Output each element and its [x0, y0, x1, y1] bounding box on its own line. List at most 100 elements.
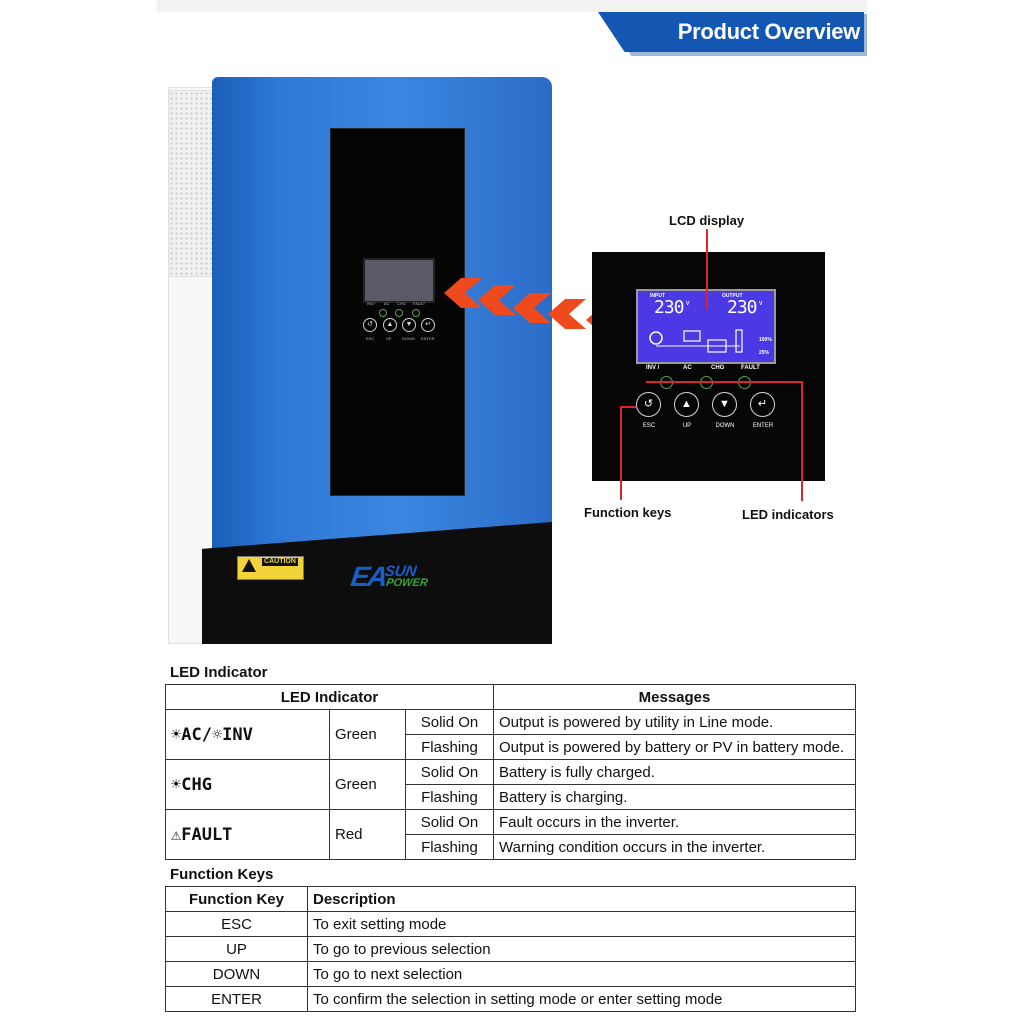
brand-logo-power: POWER: [385, 577, 429, 589]
led-state: Flashing: [405, 734, 494, 760]
front-key-label-down: DOWN: [402, 336, 415, 341]
header-function-key: Function Key: [165, 886, 308, 912]
up-key[interactable]: ▲: [674, 392, 699, 417]
table-row: Flashing Warning condition occurs in the…: [166, 834, 856, 860]
callout-line-keys-v: [620, 406, 622, 500]
callout-function-keys: Function keys: [584, 505, 672, 520]
lcd-flow-diagram: [649, 329, 743, 353]
led-message: Battery is fully charged.: [493, 759, 856, 785]
led-color: Green: [329, 759, 406, 810]
front-led-label-ac: AC: [384, 301, 390, 306]
function-keys-section-title: Function Keys: [170, 866, 274, 883]
front-enter-key[interactable]: ↵: [421, 318, 435, 332]
led-icon-ac-inv: ☀AC/☼INV: [165, 709, 330, 760]
callout-line-lcd: [706, 229, 708, 309]
led-color: Red: [329, 809, 406, 860]
function-keys-table: Function Key Description ESC To exit set…: [165, 886, 856, 1012]
function-key-name: DOWN: [165, 961, 308, 987]
brand-logo-ea: EA: [348, 561, 389, 592]
function-key-description: To exit setting mode: [307, 911, 856, 937]
front-down-key[interactable]: ▼: [402, 318, 416, 332]
chevron-left-icon: [548, 299, 586, 329]
header-description: Description: [307, 886, 856, 912]
indicator-fault-label: FAULT: [741, 365, 760, 371]
lcd-input-label: INPUT: [650, 293, 665, 299]
table-row: ESC To exit setting mode: [165, 911, 856, 937]
led-icon-chg: ☀CHG: [165, 759, 330, 810]
page-title: Product Overview: [677, 19, 861, 44]
table-row: ☀AC/☼INV Green Solid On Output is powere…: [165, 709, 856, 760]
led-message: Output is powered by utility in Line mod…: [493, 709, 856, 735]
front-key-label-enter: ENTER: [421, 336, 435, 341]
function-key-description: To go to previous selection: [307, 936, 856, 962]
front-led-label-fault: FAULT: [413, 301, 426, 306]
function-key-description: To go to next selection: [307, 961, 856, 987]
led-state: Flashing: [405, 784, 494, 810]
sun-icon: [649, 331, 663, 345]
banner: [598, 12, 864, 52]
caution-label: CAUTION: [262, 558, 298, 566]
table-row: UP To go to previous selection: [165, 936, 856, 962]
front-led: [379, 309, 387, 317]
front-led-label-inv: INV/: [367, 301, 375, 306]
control-panel-closeup: [592, 252, 825, 481]
battery-icon: [735, 329, 743, 353]
down-key[interactable]: ▼: [712, 392, 737, 417]
callout-line-leds-h: [646, 381, 802, 383]
brand-logo: EA SUN POWER: [348, 561, 429, 593]
led-message: Fault occurs in the inverter.: [493, 809, 856, 835]
lcd-battery-percent-bottom: 25%: [759, 350, 770, 356]
function-key-name: UP: [165, 936, 308, 962]
front-led: [395, 309, 403, 317]
top-strip: [157, 0, 867, 12]
header-led-indicator: LED Indicator: [165, 684, 494, 710]
led-state: Solid On: [405, 709, 494, 735]
indicator-inv-label: INV /: [646, 365, 660, 371]
callout-lcd-display: LCD display: [669, 213, 745, 228]
lcd-output-label: OUTPUT: [722, 293, 743, 299]
function-key-description: To confirm the selection in setting mode…: [307, 986, 856, 1012]
front-key-label-esc: ESC: [366, 336, 375, 341]
table-row: ☀CHG Green Solid On Battery is fully cha…: [165, 759, 856, 810]
function-key-name: ENTER: [165, 986, 308, 1012]
led-message: Battery is charging.: [493, 784, 856, 810]
key-label-esc: ESC: [642, 423, 656, 429]
lcd-input-value: 230: [654, 297, 684, 318]
callout-led-indicators: LED indicators: [742, 507, 834, 522]
led-state: Solid On: [405, 809, 494, 835]
led-section-title: LED Indicator: [170, 664, 268, 681]
front-key-label-up: UP: [386, 336, 392, 341]
table-header-row: LED Indicator Messages: [165, 684, 856, 710]
lcd-battery-percent-top: 100%: [759, 337, 772, 343]
front-led-label-chg: CHG: [397, 301, 406, 306]
lcd-output-value: 230: [727, 297, 757, 318]
led-icon-fault: ⚠FAULT: [165, 809, 330, 860]
utility-icon: [683, 330, 701, 342]
table-row: DOWN To go to next selection: [165, 961, 856, 987]
lcd-output-unit: V: [759, 301, 763, 307]
front-esc-key[interactable]: ↺: [363, 318, 377, 332]
led-state: Solid On: [405, 759, 494, 785]
key-label-down: DOWN: [715, 423, 735, 429]
indicator-ac-label: AC: [683, 365, 692, 371]
table-row: ⚠FAULT Red Solid On Fault occurs in the …: [165, 809, 856, 860]
function-key-name: ESC: [165, 911, 308, 937]
table-row: Flashing Output is powered by battery or…: [166, 734, 856, 760]
table-header-row: Function Key Description: [165, 886, 856, 912]
led-chg: [700, 376, 713, 389]
key-label-up: UP: [682, 423, 692, 429]
header-messages: Messages: [493, 684, 856, 710]
led-indicator-table: LED Indicator Messages ☀AC/☼INV Green So…: [165, 684, 856, 860]
led-message: Output is powered by battery or PV in ba…: [493, 734, 856, 760]
led-ac-inv: [660, 376, 673, 389]
indicator-chg-label: CHG: [711, 365, 725, 371]
front-up-key[interactable]: ▲: [383, 318, 397, 332]
enter-key[interactable]: ↵: [750, 392, 775, 417]
warning-icon: [242, 559, 256, 572]
callout-line-keys-h: [620, 406, 636, 408]
table-row: ENTER To confirm the selection in settin…: [165, 986, 856, 1012]
vent-grille: [168, 90, 215, 277]
lcd-input-unit: V: [686, 301, 690, 307]
callout-line-leds-v: [801, 381, 803, 501]
esc-key[interactable]: ↺: [636, 392, 661, 417]
